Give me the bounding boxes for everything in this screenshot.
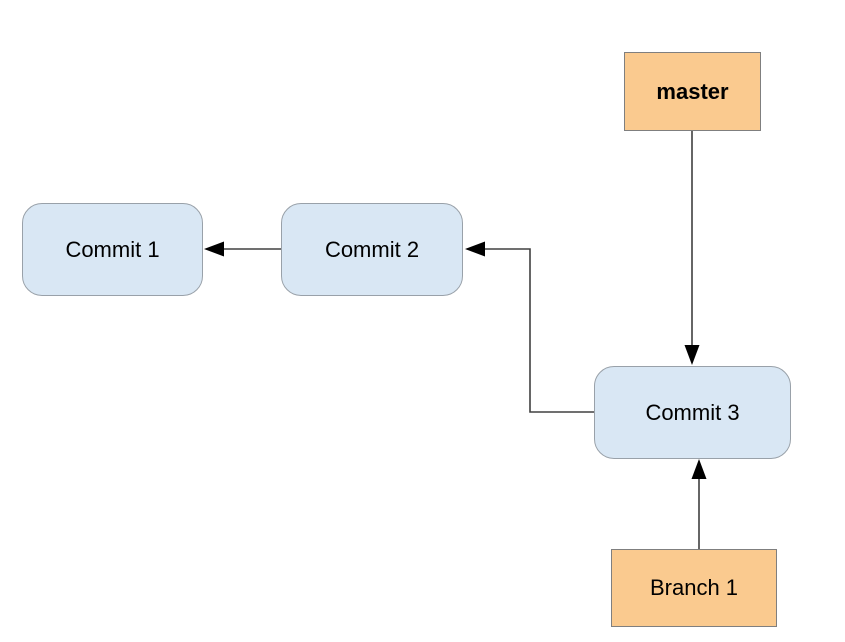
node-commit-2: Commit 2	[281, 203, 463, 296]
node-commit-1: Commit 1	[22, 203, 203, 296]
edge-master-to-commit3	[684, 131, 700, 365]
node-commit-3: Commit 3	[594, 366, 791, 459]
node-branch-1-label: Branch 1	[649, 575, 739, 600]
node-commit-1-label: Commit 1	[65, 236, 160, 262]
arrowhead-up-icon	[691, 459, 707, 479]
node-commit-3-label: Commit 3	[645, 399, 740, 425]
arrowhead-left-icon	[204, 241, 224, 257]
edge-branch1-to-commit3	[691, 459, 707, 549]
node-commit-2-label: Commit 2	[324, 236, 420, 262]
arrowhead-down-icon	[684, 345, 700, 365]
node-branch-1: Branch 1	[611, 549, 777, 627]
edge-commit2-to-commit1	[204, 241, 281, 257]
arrowhead-left-icon	[465, 241, 485, 257]
node-master: master	[624, 52, 761, 131]
edge-commit3-to-commit2	[465, 241, 594, 413]
node-master-label: master	[656, 78, 729, 104]
